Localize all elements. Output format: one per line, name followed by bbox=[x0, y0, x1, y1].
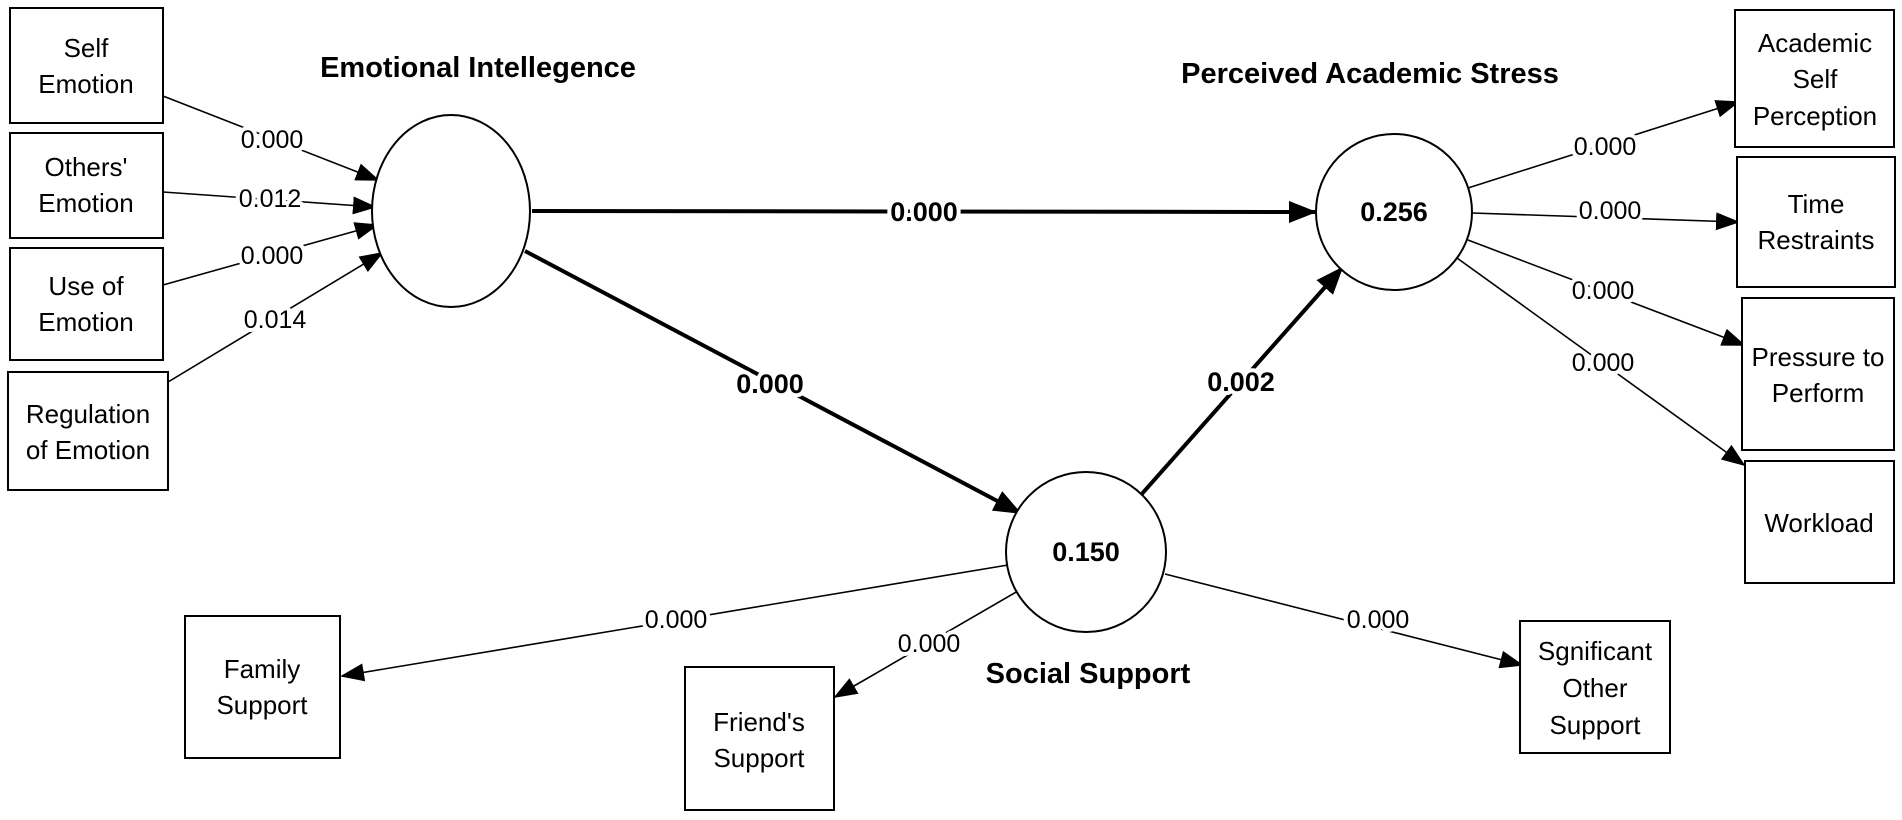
indicator-family-support-line-2: Support bbox=[216, 690, 308, 720]
construct-pas-title: Perceived Academic Stress bbox=[1181, 58, 1559, 90]
indicator-pressure-to-perform-line-2: Perform bbox=[1772, 378, 1864, 408]
indicator-academic-self-perception-line-3: Perception bbox=[1753, 101, 1877, 131]
construct-ss-title: Social Support bbox=[986, 658, 1191, 690]
edge-ss-significant-other-support bbox=[1164, 573, 1524, 669]
indicator-use-emotion: Use of Emotion bbox=[9, 247, 164, 361]
edge-ss-pas bbox=[1138, 266, 1344, 498]
edge-ss-family-support bbox=[340, 564, 1009, 682]
indicator-friends-support-line-1: Friend's bbox=[713, 707, 805, 737]
construct-ei-node bbox=[371, 114, 531, 308]
indicator-academic-self-perception-line-1: Academic bbox=[1758, 28, 1872, 58]
indicator-others-emotion-line-1: Others' bbox=[45, 152, 128, 182]
path-label-ei-pas: 0.000 bbox=[890, 197, 958, 227]
construct-ss-r2: 0.150 bbox=[1052, 537, 1120, 567]
indicator-time-restraints-line-1: Time bbox=[1788, 189, 1845, 219]
edge-pas-workload bbox=[1456, 257, 1746, 467]
indicator-pressure-to-perform: Pressure to Perform bbox=[1741, 297, 1895, 451]
indicator-friends-support-line-2: Support bbox=[713, 743, 805, 773]
indicator-pressure-to-perform-line-1: Pressure to bbox=[1752, 342, 1885, 372]
indicator-significant-other-support: Sgnificant Other Support bbox=[1519, 620, 1671, 754]
indicator-family-support-line-1: Family bbox=[224, 654, 301, 684]
path-label-ss-friends-support: 0.000 bbox=[898, 630, 961, 658]
edge-pas-academic-self-perception bbox=[1467, 100, 1740, 189]
indicator-others-emotion-line-2: Emotion bbox=[38, 188, 133, 218]
path-label-use-emotion-ei: 0.000 bbox=[241, 242, 304, 270]
indicator-self-emotion-line-2: Emotion bbox=[38, 69, 133, 99]
indicator-time-restraints: Time Restraints bbox=[1736, 156, 1896, 288]
indicator-workload: Workload bbox=[1744, 460, 1895, 584]
path-label-pas-workload: 0.000 bbox=[1572, 349, 1635, 377]
indicator-workload-line-1: Workload bbox=[1764, 508, 1873, 538]
indicator-use-emotion-line-1: Use of bbox=[48, 271, 124, 301]
edge-regulation-emotion-ei bbox=[167, 251, 384, 383]
indicator-significant-other-support-line-1: Sgnificant bbox=[1538, 636, 1653, 666]
edge-ss-friends-support bbox=[833, 590, 1019, 699]
edge-pas-time-restraints bbox=[1471, 212, 1740, 231]
path-label-pas-time-restraints: 0.000 bbox=[1579, 197, 1642, 225]
indicator-friends-support: Friend's Support bbox=[684, 666, 835, 811]
construct-ei-title: Emotional Intellegence bbox=[320, 52, 636, 84]
indicator-others-emotion: Others' Emotion bbox=[9, 132, 164, 239]
indicator-academic-self-perception-line-2: Self bbox=[1793, 64, 1839, 94]
edge-ei-pas bbox=[531, 200, 1317, 223]
indicator-regulation-emotion: Regulation of Emotion bbox=[7, 371, 169, 491]
path-label-ss-family-support: 0.000 bbox=[645, 606, 708, 634]
indicator-significant-other-support-line-2: Other bbox=[1562, 673, 1627, 703]
edge-use-emotion-ei bbox=[162, 222, 379, 286]
indicator-self-emotion-line-1: Self bbox=[64, 33, 110, 63]
indicator-academic-self-perception: Academic Self Perception bbox=[1734, 9, 1895, 148]
path-label-self-emotion-ei: 0.000 bbox=[241, 126, 304, 154]
indicator-significant-other-support-line-3: Support bbox=[1549, 710, 1641, 740]
path-label-ei-ss: 0.000 bbox=[736, 369, 804, 399]
path-label-pas-academic-self-perception: 0.000 bbox=[1574, 133, 1637, 161]
construct-pas-node bbox=[1315, 133, 1473, 291]
indicator-self-emotion: Self Emotion bbox=[9, 7, 164, 124]
edge-others-emotion-ei bbox=[162, 191, 377, 215]
construct-ss-node bbox=[1005, 471, 1167, 633]
indicator-regulation-emotion-line-1: Regulation bbox=[26, 399, 150, 429]
path-label-others-emotion-ei: 0.012 bbox=[239, 185, 302, 213]
indicator-regulation-emotion-line-2: of Emotion bbox=[26, 435, 150, 465]
path-label-pas-pressure-to-perform: 0.000 bbox=[1572, 277, 1635, 305]
construct-pas-r2: 0.256 bbox=[1360, 197, 1428, 227]
edge-ei-ss bbox=[524, 249, 1022, 515]
indicator-use-emotion-line-2: Emotion bbox=[38, 307, 133, 337]
path-label-ss-significant-other-support: 0.000 bbox=[1347, 606, 1410, 634]
indicator-time-restraints-line-2: Restraints bbox=[1757, 225, 1874, 255]
indicator-family-support: Family Support bbox=[184, 615, 341, 759]
path-label-ss-pas: 0.002 bbox=[1207, 367, 1275, 397]
edge-self-emotion-ei bbox=[162, 95, 380, 181]
edge-pas-pressure-to-perform bbox=[1467, 239, 1746, 346]
path-label-regulation-emotion-ei: 0.014 bbox=[244, 306, 307, 334]
